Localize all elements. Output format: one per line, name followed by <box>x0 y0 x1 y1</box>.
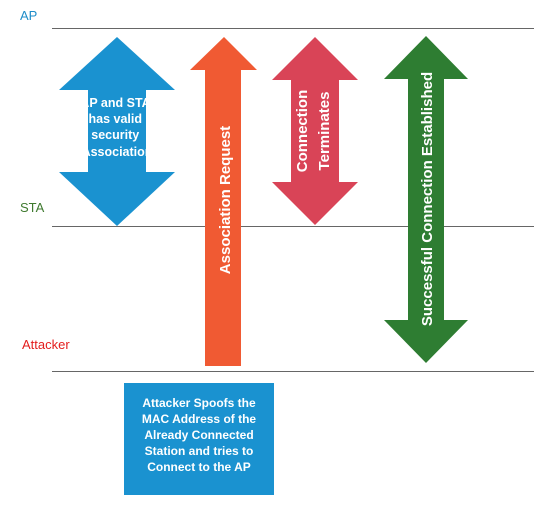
connection-terminates-label-line2: Terminates <box>316 92 333 171</box>
attacker-note-box: Attacker Spoofs the MAC Address of the A… <box>124 383 274 495</box>
security-association-arrow <box>59 37 175 226</box>
lane-label-attacker: Attacker <box>22 337 70 352</box>
security-association-label: AP and STA has valid security Associatio… <box>80 96 153 159</box>
lane-line-ap <box>52 28 534 29</box>
lane-line-attacker <box>52 371 534 372</box>
connection-terminates-arrow <box>272 37 358 225</box>
connection-established-arrow <box>384 36 468 363</box>
lane-line-sta <box>52 226 534 227</box>
connection-established-label: Successful Connection Established <box>419 72 436 326</box>
association-request-arrow <box>190 37 257 366</box>
attacker-note-text: Attacker Spoofs the MAC Address of the A… <box>141 396 257 474</box>
lane-label-sta: STA <box>20 200 45 215</box>
association-request-label: Association Request <box>217 126 234 274</box>
connection-terminates-label-line1: Connection <box>294 90 311 173</box>
lane-label-ap: AP <box>20 8 38 23</box>
